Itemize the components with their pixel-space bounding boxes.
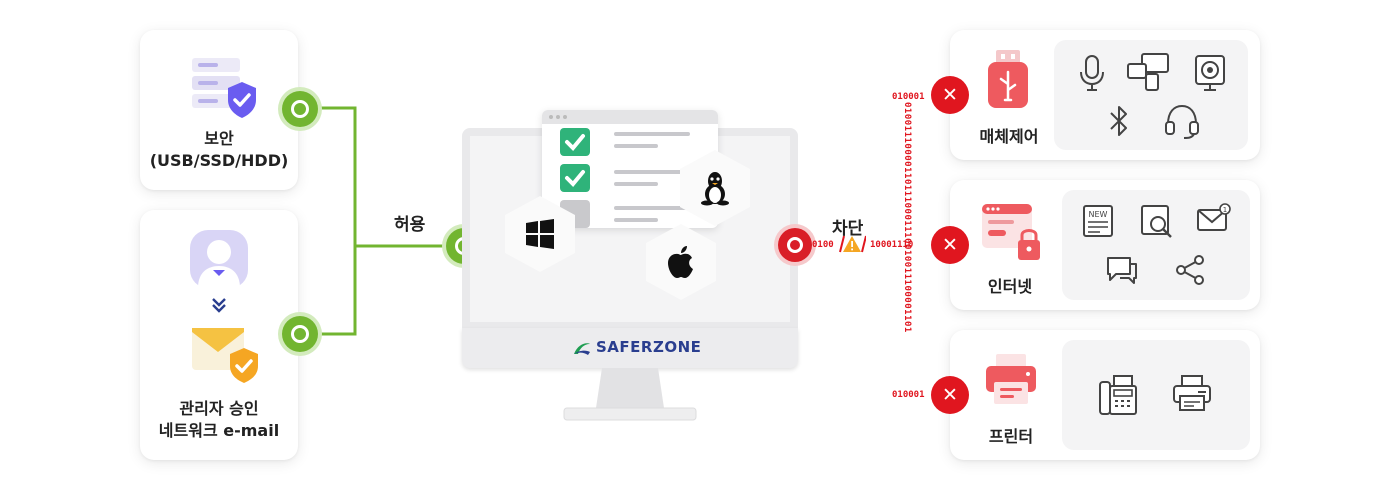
media-control-card: 매체제어 bbox=[950, 30, 1260, 160]
media-control-label: 매체제어 bbox=[979, 127, 1039, 146]
text-lines bbox=[614, 132, 690, 222]
approval-allow-node bbox=[282, 316, 318, 352]
windows-icon bbox=[526, 219, 554, 249]
approval-card-title: 관리자 승인 bbox=[179, 399, 259, 418]
devices-icon bbox=[1127, 53, 1169, 91]
media-icons-panel bbox=[1054, 40, 1248, 150]
allow-label: 허용 bbox=[394, 215, 426, 235]
monitor-brand: SAFERZONE bbox=[596, 338, 702, 356]
bits-right: 10001110 bbox=[870, 240, 914, 250]
bits-vertical: 010011100001101110001110010011100001101 bbox=[902, 102, 912, 333]
bits-tag-bottom: 010001 bbox=[892, 390, 925, 400]
svg-text:1: 1 bbox=[1223, 206, 1227, 214]
block-label: 차단 bbox=[832, 219, 864, 239]
bluetooth-icon bbox=[1110, 106, 1127, 136]
printer-card: 프린터 bbox=[950, 330, 1260, 460]
printer-small-icon bbox=[1173, 375, 1211, 411]
fax-icon bbox=[1099, 375, 1137, 415]
mail-icon: 1 bbox=[1197, 203, 1231, 231]
security-allow-node bbox=[282, 91, 318, 127]
search-window-icon bbox=[1141, 205, 1172, 238]
browser-lock-icon bbox=[982, 204, 1040, 260]
apple-icon bbox=[668, 246, 693, 278]
monitor-chin bbox=[462, 328, 798, 368]
saferzone-logo-icon bbox=[574, 343, 590, 355]
bits-tag-top: 010001 bbox=[892, 92, 925, 102]
media-block-node: ✕ bbox=[931, 76, 969, 114]
mail-shield-icon bbox=[192, 328, 258, 383]
share-icon bbox=[1176, 255, 1204, 285]
monitor-stand bbox=[563, 368, 697, 421]
linux-icon bbox=[701, 172, 729, 206]
microphone-icon bbox=[1080, 55, 1104, 91]
printer-label: 프린터 bbox=[988, 427, 1034, 446]
printer-icon bbox=[986, 354, 1036, 404]
chat-icon bbox=[1107, 257, 1137, 284]
checkbox-icons bbox=[560, 128, 590, 228]
printer-block-node: ✕ bbox=[931, 376, 969, 414]
news-icon: NEW bbox=[1083, 205, 1113, 237]
admin-avatar-icon bbox=[190, 230, 248, 288]
svg-text:NEW: NEW bbox=[1089, 210, 1108, 219]
monitor-block-node bbox=[778, 228, 812, 262]
approval-card: 관리자 승인 네트워크 e-mail bbox=[140, 210, 298, 460]
double-chevron-down-icon bbox=[212, 298, 226, 313]
warning-icon bbox=[839, 235, 866, 253]
internet-card: 인터넷 NEW 1 bbox=[950, 180, 1260, 310]
printer-icons-panel bbox=[1062, 340, 1250, 450]
headset-icon bbox=[1165, 104, 1199, 139]
window-dots-icon bbox=[549, 115, 567, 119]
bits-left: 0100 bbox=[812, 240, 834, 250]
internet-icons-panel: NEW 1 bbox=[1062, 190, 1250, 300]
security-card-subtitle: (USB/SSD/HDD) bbox=[149, 151, 289, 170]
webcam-icon bbox=[1195, 55, 1225, 91]
windows-hex bbox=[505, 196, 575, 272]
approval-card-subtitle: 네트워크 e-mail bbox=[158, 421, 280, 440]
security-card: 보안 (USB/SSD/HDD) bbox=[140, 30, 298, 190]
usb-icon bbox=[988, 50, 1028, 108]
security-card-title: 보안 bbox=[204, 129, 234, 148]
internet-block-node: ✕ bbox=[931, 226, 969, 264]
internet-label: 인터넷 bbox=[987, 277, 1033, 296]
server-shield-icon bbox=[192, 58, 256, 118]
